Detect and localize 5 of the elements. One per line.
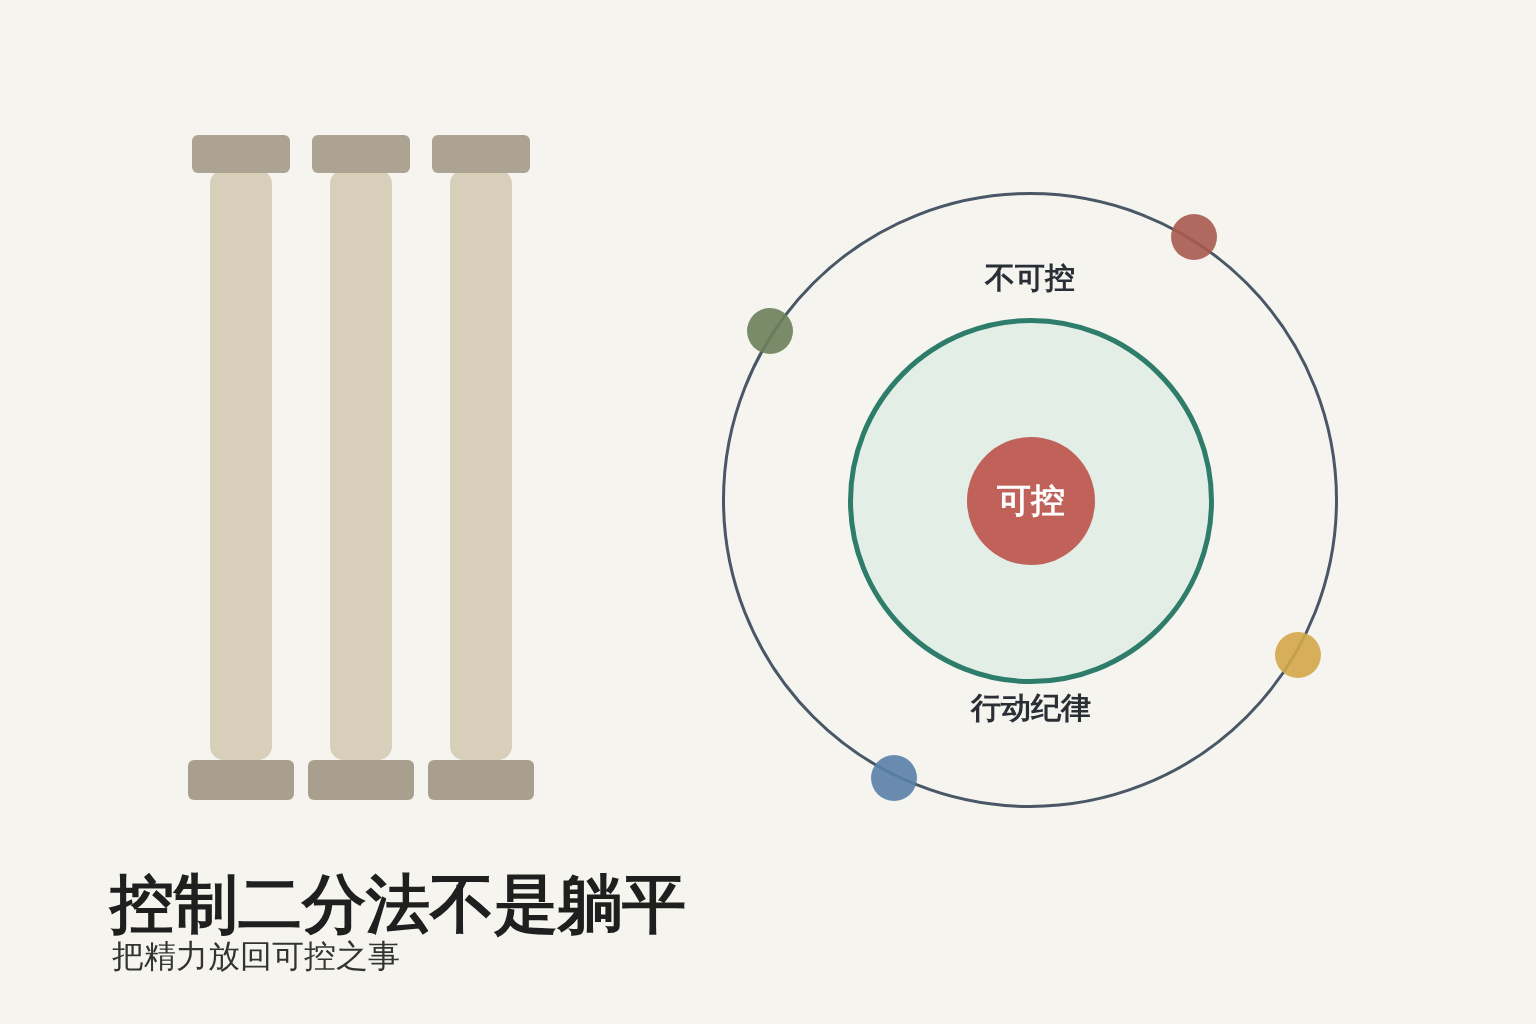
circle-label: 可控 bbox=[997, 480, 1065, 521]
circle-label: 行动纪律 bbox=[971, 690, 1091, 726]
circle-label: 不可控 bbox=[985, 260, 1075, 296]
title: 控制二分法不是躺平 bbox=[110, 872, 686, 936]
subtitle: 把精力放回可控之事 bbox=[112, 940, 400, 972]
